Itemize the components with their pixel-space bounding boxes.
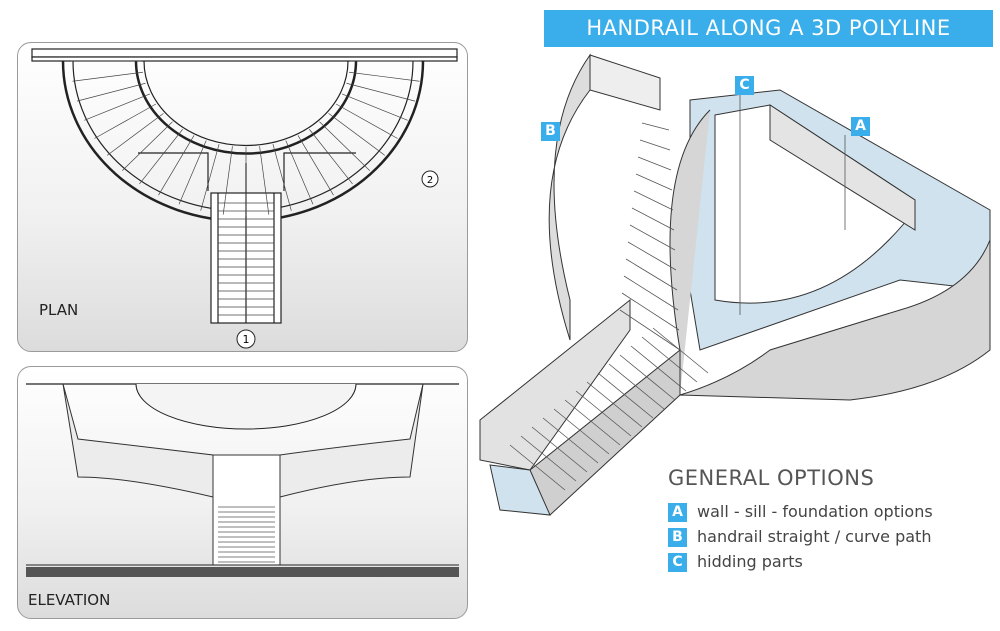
tread-line [158, 135, 195, 196]
legend-tag-b: B [668, 528, 687, 547]
tread-line [139, 129, 183, 185]
legend-text-c: hidding parts [697, 552, 803, 571]
tread-line [542, 417, 599, 464]
tread-line [341, 93, 408, 121]
section-marker-1[interactable] [236, 329, 256, 349]
tread-line [631, 207, 675, 231]
tread-line [84, 93, 151, 121]
elevation-drawing [26, 383, 459, 577]
tread-line [635, 173, 673, 191]
legend-title: GENERAL OPTIONS [668, 466, 875, 490]
legend-tag-c: C [668, 553, 687, 572]
section-marker-2-label: 2 [427, 175, 433, 186]
tread-line [637, 156, 672, 171]
callout-b: B [541, 122, 560, 141]
tread-line [621, 292, 680, 331]
section-marker-1-label: 1 [243, 333, 250, 346]
tread-line [106, 113, 164, 156]
legend-text-b: handrail straight / curve path [697, 527, 932, 546]
isometric-stair-drawing [479, 53, 991, 516]
tread-line [319, 121, 370, 171]
tread-line [586, 381, 643, 428]
tread-line [328, 113, 386, 156]
tread-line [633, 190, 674, 211]
callout-a: A [851, 117, 870, 136]
legend-text-a: wall - sill - foundation options [697, 502, 933, 521]
tread-line [200, 143, 220, 211]
tread-line [553, 408, 610, 455]
tread-line [619, 354, 676, 401]
tread-line [619, 309, 681, 351]
tread-line [531, 426, 588, 473]
plan-view-panel: 1 2 PLAN [17, 42, 468, 352]
plan-drawing: 1 2 [31, 48, 458, 349]
callout-c: C [735, 76, 754, 95]
tread-line [597, 372, 654, 419]
tread-line [639, 139, 671, 151]
tread-line [575, 390, 632, 437]
tread-line [76, 82, 146, 102]
tread-line [346, 82, 416, 102]
tread-line [623, 275, 679, 311]
tread-line [520, 435, 577, 482]
tread-line [309, 129, 353, 185]
section-marker-2[interactable] [421, 170, 439, 188]
tread-line [297, 135, 334, 196]
tread-line [652, 327, 709, 374]
tread-line [629, 224, 676, 251]
tread-line [641, 336, 698, 383]
tread-line [641, 122, 670, 131]
tread-line [272, 143, 292, 211]
tread-line [349, 71, 420, 82]
tread-line [335, 103, 398, 139]
tread-line [509, 444, 566, 491]
tread-line [608, 363, 665, 410]
plan-label: PLAN [39, 301, 79, 319]
tread-line [625, 258, 678, 291]
page-title: HANDRAIL ALONG A 3D POLYLINE [544, 10, 993, 47]
tread-line [627, 241, 677, 271]
tread-line [94, 103, 157, 139]
tread-line [72, 71, 143, 82]
tread-line [122, 121, 173, 171]
tread-line [285, 140, 314, 205]
tread-line [630, 345, 687, 392]
tread-line [178, 140, 207, 205]
legend-tag-a: A [668, 503, 687, 522]
elevation-view-panel: ELEVATION [17, 366, 468, 619]
tread-line [564, 399, 621, 446]
elevation-label: ELEVATION [28, 591, 111, 609]
